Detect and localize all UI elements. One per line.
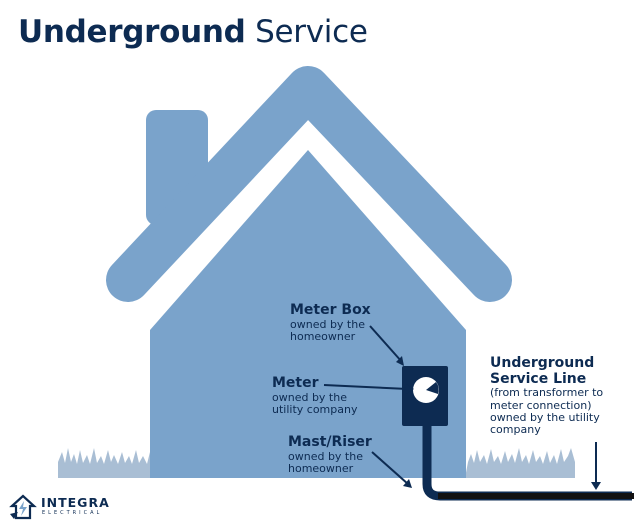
meter-box-sub-1: owned by the (290, 317, 365, 331)
roof (106, 66, 512, 302)
integra-logo-icon (9, 494, 37, 520)
meter-icon (413, 377, 439, 403)
service-line-sub-4: company (490, 423, 541, 437)
service-line-sub-1: (from transformer to (490, 386, 604, 400)
title-bold: Underground (18, 14, 246, 50)
meter-sub-1: owned by the (272, 390, 347, 404)
logo-tagline: ELECTRICAL (42, 510, 103, 516)
service-line-sub-2: meter connection) (490, 398, 592, 412)
service-line-sub-3: owned by the utility (490, 410, 600, 424)
mast-riser-sub-2: homeowner (288, 461, 354, 475)
house-body (150, 150, 466, 478)
meter-box-sub-2: homeowner (290, 329, 356, 343)
grass-right (465, 448, 575, 478)
page-title: Underground Service (18, 14, 368, 50)
service-line-label: Underground Service Line (from transform… (490, 355, 604, 437)
meter-sub-2: utility company (272, 402, 358, 416)
service-line-heading-2: Service Line (490, 370, 587, 387)
meter-box-arrow (369, 325, 404, 366)
mast-riser-heading: Mast/Riser (288, 434, 372, 450)
meter-box-label: Meter Box owned by the homeowner (290, 302, 371, 343)
meter-arrow (323, 384, 414, 394)
service-line-arrow (591, 442, 601, 490)
integra-logo: INTEGRA ELECTRICAL (8, 492, 128, 522)
mast-riser-arrow (371, 451, 412, 488)
meter-heading: Meter (272, 375, 319, 391)
meter-box-heading: Meter Box (290, 302, 371, 318)
title-light: Service (255, 14, 368, 50)
mast-riser-label: Mast/Riser owned by the homeowner (288, 434, 372, 475)
grass-left (58, 448, 150, 478)
service-line-heading-1: Underground (490, 355, 595, 371)
logo-brand: INTEGRA (41, 495, 110, 510)
meter-label: Meter owned by the utility company (272, 375, 358, 416)
mast-riser-sub-1: owned by the (288, 449, 363, 463)
